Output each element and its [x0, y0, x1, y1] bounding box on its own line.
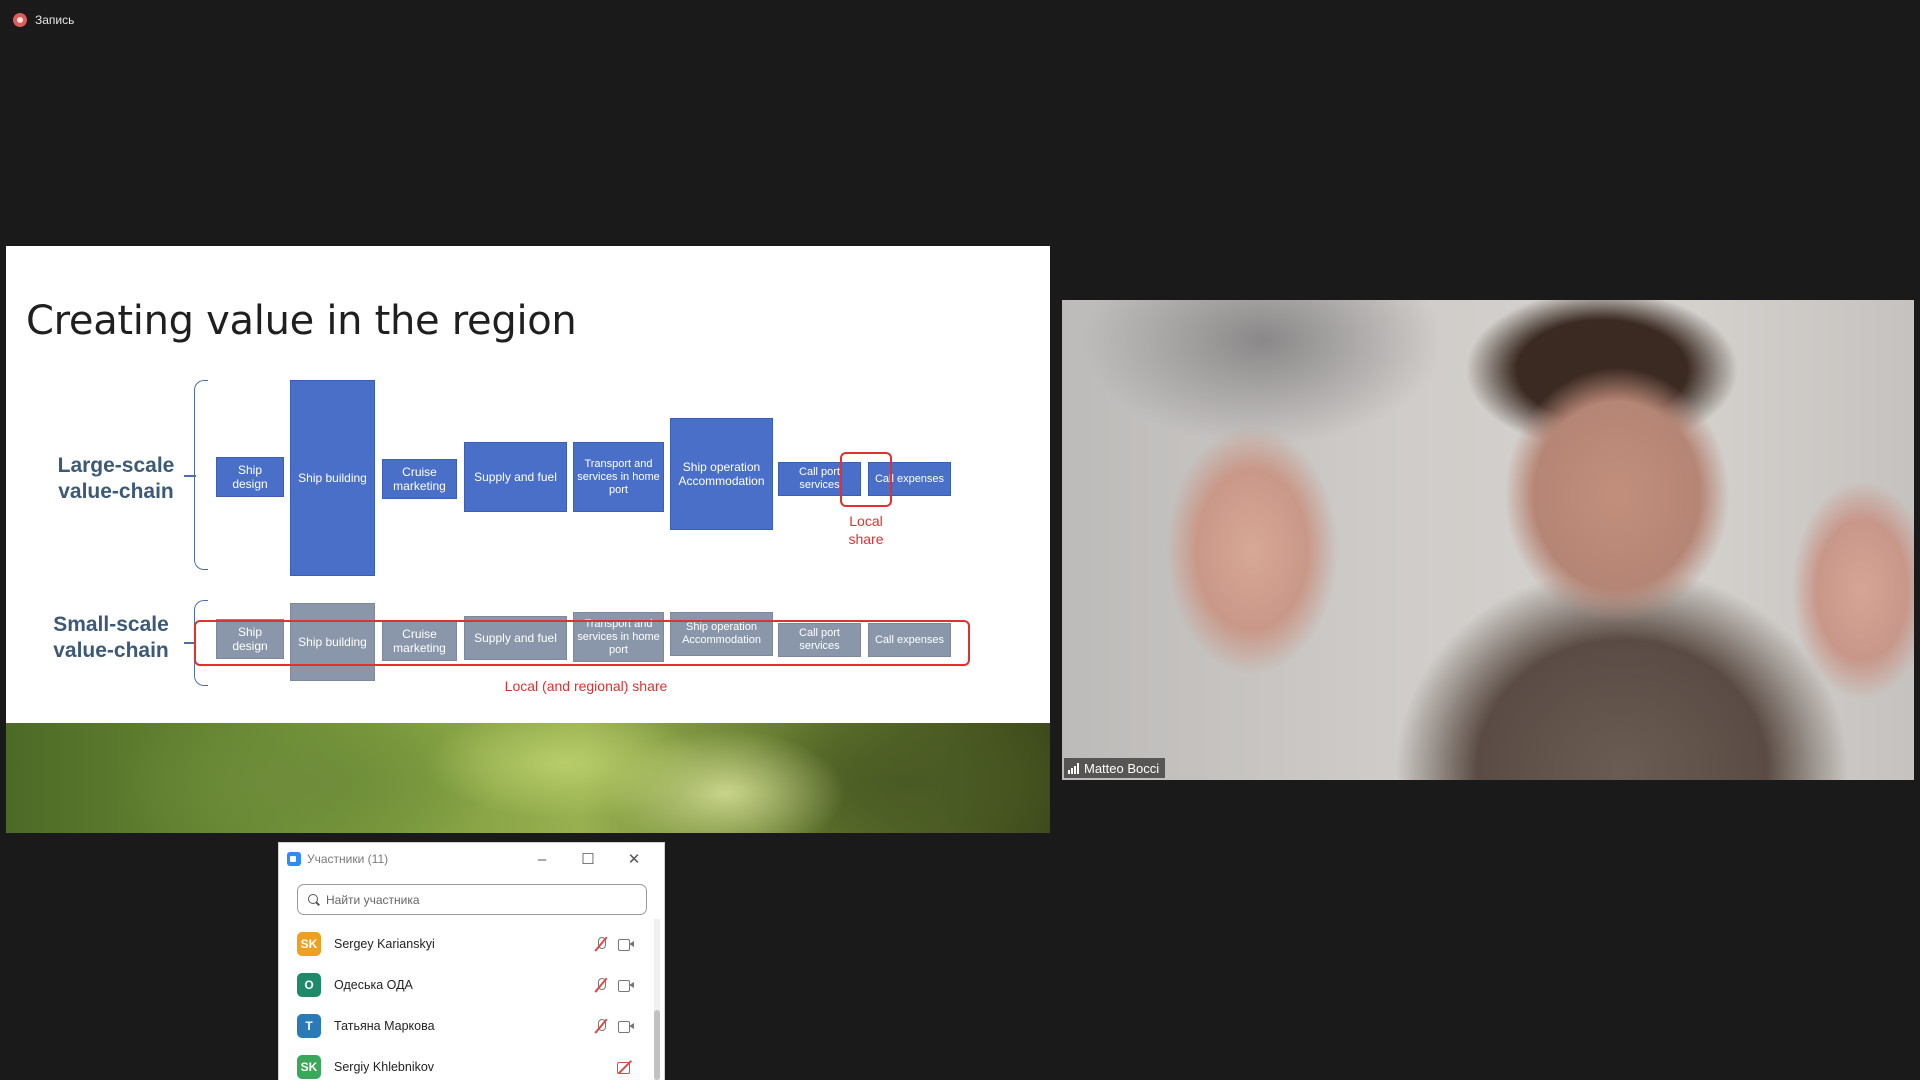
minimize-button[interactable]: – — [537, 850, 547, 868]
small-scale-label: Small-scale value-chain — [53, 613, 169, 662]
participant-row[interactable]: SK Sergey Karianskyi — [279, 923, 654, 964]
regional-share-label: Local (and regional) share — [504, 678, 668, 694]
small-box-call-expenses: Call expenses — [868, 623, 951, 657]
participants-scrollbar[interactable] — [654, 919, 660, 1080]
participant-row[interactable]: Т Татьяна Маркова — [279, 1005, 654, 1046]
maximize-button[interactable]: ☐ — [581, 851, 595, 868]
participant-search-input[interactable] — [326, 892, 626, 907]
participant-name-tag: Matteo Bocci — [1064, 758, 1166, 778]
mic-muted-icon[interactable] — [594, 977, 608, 993]
shared-screen: Creating value in the region Large-scale… — [6, 246, 1050, 833]
large-box-cruise-marketing: Cruise marketing — [382, 459, 457, 499]
recording-label: Запись — [35, 13, 75, 27]
camera-icon[interactable] — [618, 938, 634, 951]
search-icon — [308, 893, 320, 906]
mic-muted-icon[interactable] — [594, 1018, 608, 1034]
small-box-ship-building: Ship building — [290, 603, 375, 681]
large-box-transport-services: Transport and services in home port — [573, 442, 664, 512]
participant-name: Одеська ОДА — [334, 977, 413, 992]
avatar: О — [297, 972, 321, 997]
large-box-ship-design: Ship design — [216, 457, 284, 497]
small-box-cruise-marketing: Cruise marketing — [382, 621, 457, 661]
avatar: SK — [297, 1054, 321, 1079]
participant-row[interactable]: SK Sergiy Khlebnikov — [279, 1046, 654, 1080]
small-box-ship-operation: Ship operation Accommodation — [670, 612, 773, 656]
signal-strength-icon — [1068, 762, 1079, 774]
small-box-supply-fuel: Supply and fuel — [464, 616, 567, 660]
camera-icon[interactable] — [618, 979, 634, 992]
participant-name: Sergiy Khlebnikov — [334, 1059, 435, 1074]
large-box-call-expenses: Call expenses — [868, 462, 951, 496]
participant-name: Sergey Karianskyi — [334, 936, 435, 951]
avatar: Т — [297, 1013, 321, 1038]
large-box-call-port-services: Call port services — [778, 462, 861, 496]
slide-title: Creating value in the region — [26, 298, 577, 344]
participants-list: SK Sergey Karianskyi О Одеська ОДА Т Тат… — [279, 923, 654, 1080]
local-share-highlight — [840, 452, 892, 507]
camera-off-icon[interactable] — [616, 1060, 634, 1074]
local-share-label: Local share — [848, 513, 884, 547]
zoom-app-icon — [287, 852, 301, 866]
video-tile[interactable]: Matteo Bocci — [1062, 300, 1914, 780]
participant-name: Татьяна Маркова — [334, 1018, 435, 1033]
slide: Creating value in the region Large-scale… — [6, 246, 1050, 723]
participants-scrollbar-thumb[interactable] — [654, 1010, 660, 1080]
participants-title: Участники (11) — [307, 852, 389, 866]
slide-background-image — [6, 723, 1050, 833]
avatar: SK — [297, 931, 321, 956]
participant-search[interactable] — [297, 884, 647, 915]
camera-icon[interactable] — [618, 1020, 634, 1033]
recording-indicator[interactable]: Запись — [13, 13, 74, 27]
large-scale-label: Large-scale value-chain — [57, 454, 175, 503]
video-participant-name: Matteo Bocci — [1084, 760, 1160, 776]
large-scale-brace-tip — [184, 475, 196, 477]
participant-row[interactable]: О Одеська ОДА — [279, 964, 654, 1005]
large-box-ship-building: Ship building — [290, 380, 375, 576]
large-box-supply-fuel: Supply and fuel — [464, 442, 567, 512]
record-icon — [13, 13, 27, 27]
small-box-call-port-services: Call port services — [778, 623, 861, 657]
regional-share-highlight — [194, 620, 970, 666]
small-box-ship-design: Ship design — [216, 619, 284, 659]
small-scale-brace-tip — [184, 642, 196, 644]
mic-muted-icon[interactable] — [594, 936, 608, 952]
large-scale-brace — [194, 380, 208, 570]
close-button[interactable]: ✕ — [627, 851, 641, 868]
participants-window[interactable]: Участники (11) – ☐ ✕ SK Sergey Kariansky… — [279, 843, 664, 1080]
participants-titlebar[interactable]: Участники (11) – ☐ ✕ — [279, 843, 664, 875]
large-box-ship-operation: Ship operation Accommodation — [670, 418, 773, 530]
